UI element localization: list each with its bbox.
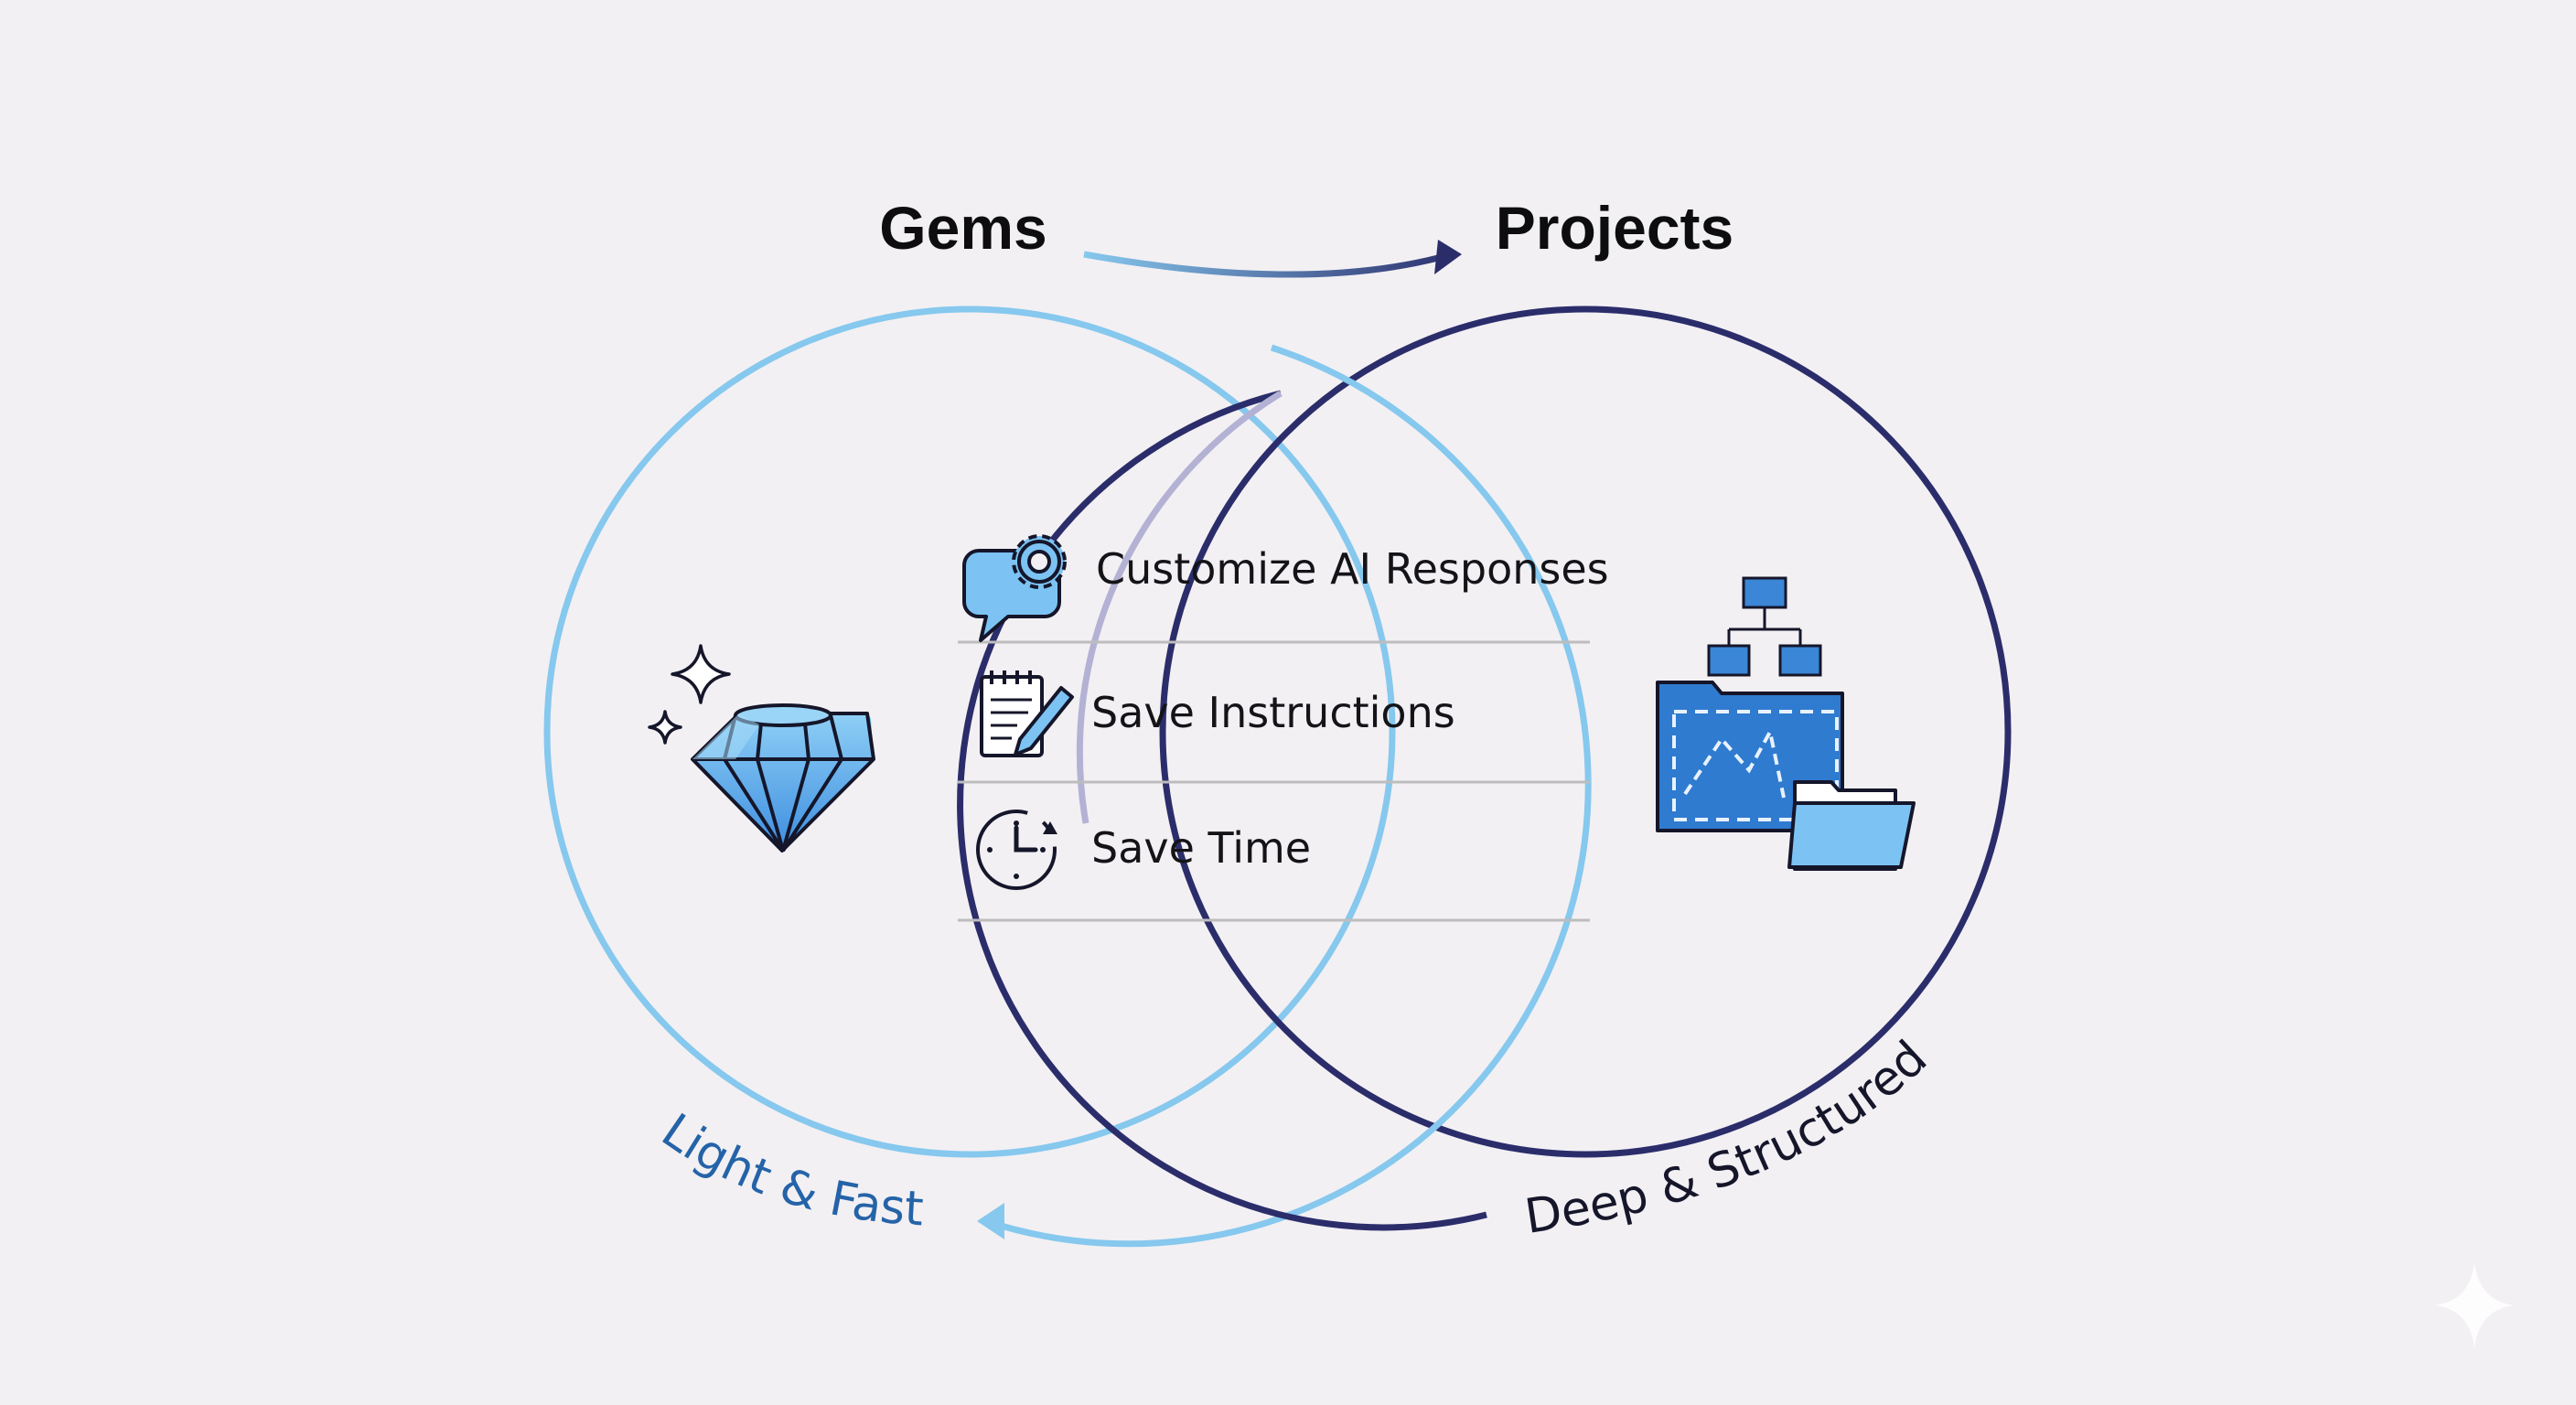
project-folder-icon: [1656, 576, 1916, 871]
light-fast-label: Light & Fast: [652, 1103, 926, 1237]
sparkle-watermark-icon: [2435, 1262, 2514, 1348]
light-arc: [984, 344, 1592, 1248]
navy-arc-upper: [1076, 391, 1283, 824]
top-arrowhead: [1434, 240, 1462, 274]
chat-gear-icon: [962, 534, 1067, 642]
gems-title: Gems: [879, 194, 1046, 262]
light-arrowhead: [977, 1203, 1004, 1239]
deep-structured-label: Deep & Structured: [1521, 1031, 1937, 1245]
navy-arc-lower: [957, 390, 1487, 1231]
feature-label-time: Save Time: [1091, 823, 1311, 873]
feature-label-instructions: Save Instructions: [1091, 688, 1455, 737]
diamond-icon: [648, 644, 875, 853]
gems-circle: [543, 306, 1396, 1158]
feature-label-customize: Customize AI Responses: [1096, 544, 1609, 594]
top-arrow-arc: [1083, 251, 1439, 278]
notepad-pencil-icon: [980, 670, 1074, 757]
projects-circle: [1159, 306, 2012, 1158]
clock-icon: [976, 810, 1057, 890]
projects-title: Projects: [1496, 194, 1733, 262]
